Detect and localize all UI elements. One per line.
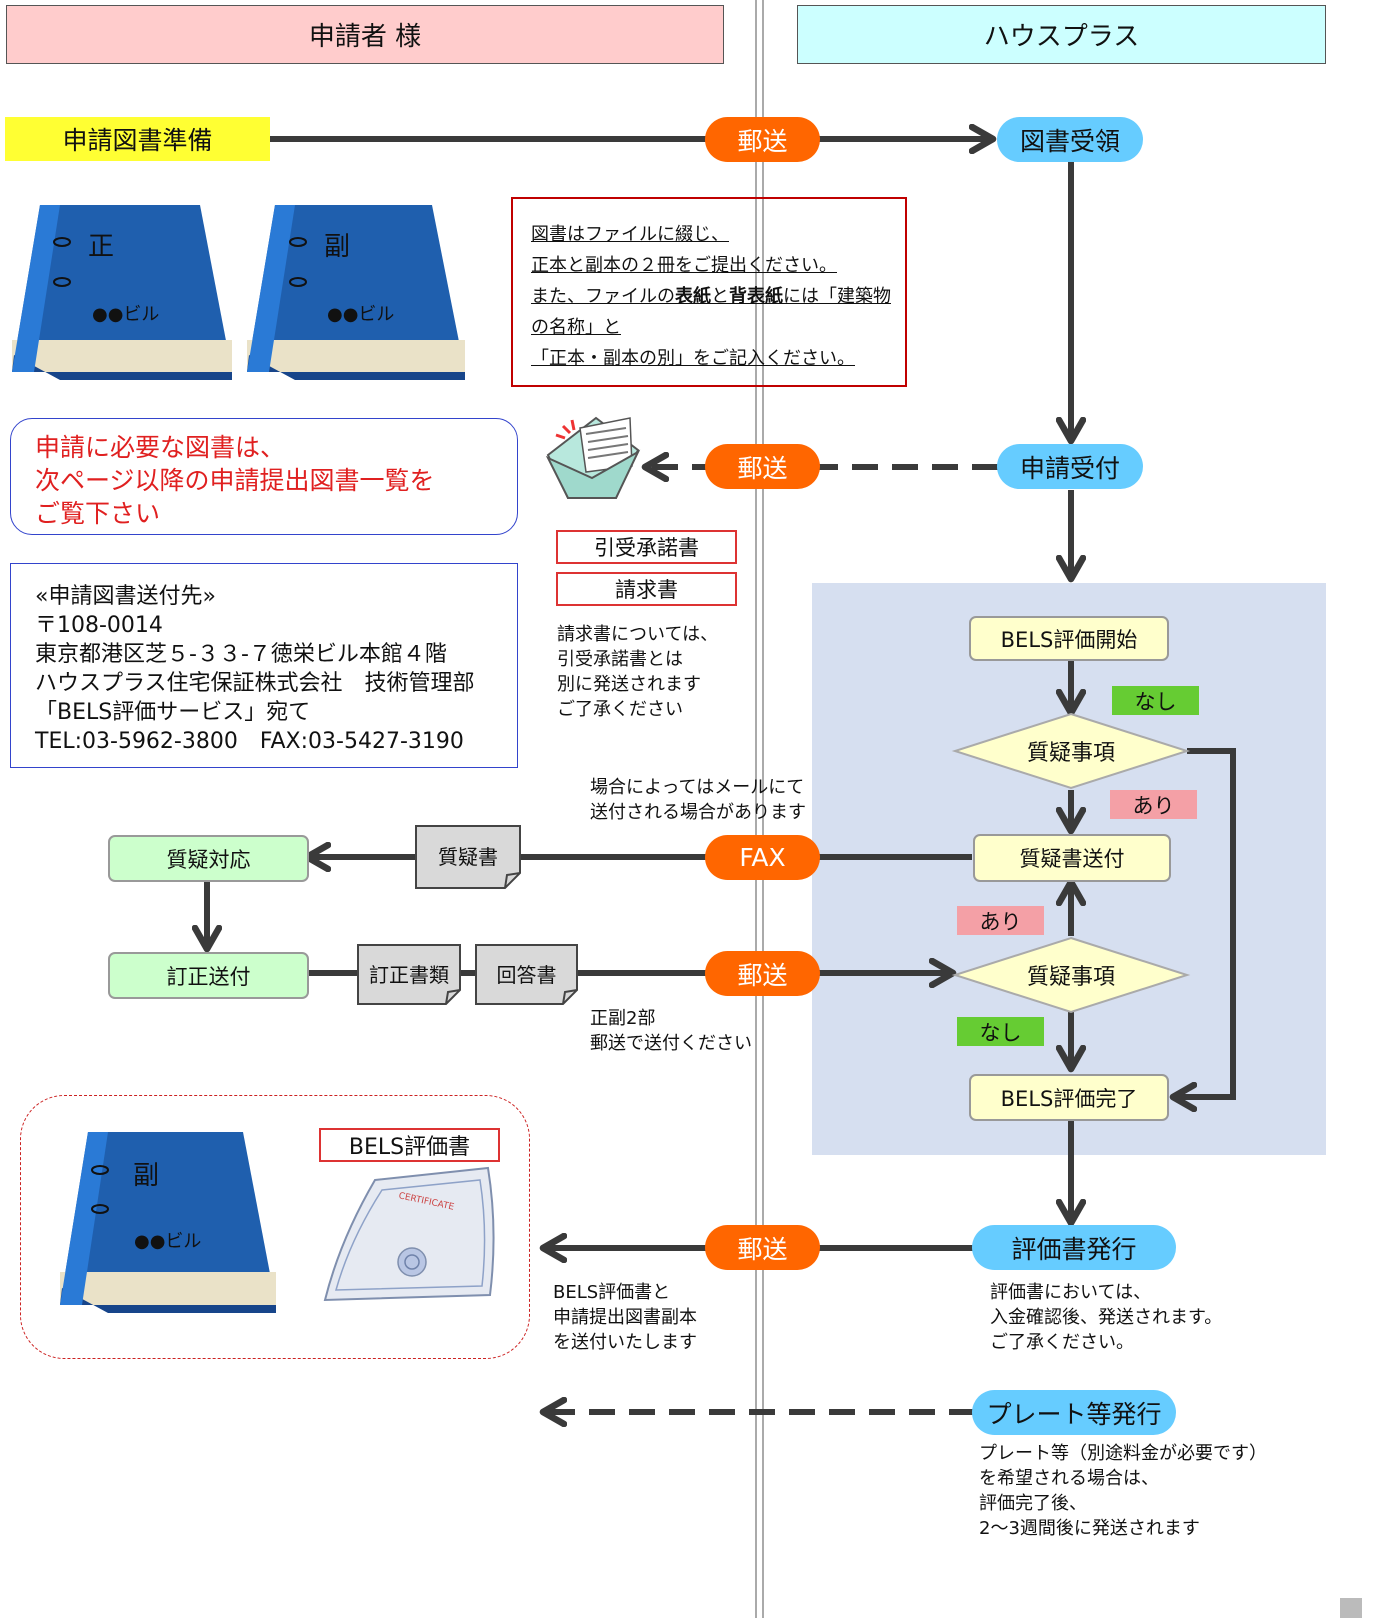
binder-fukusho-bldg: ●●ビル xyxy=(327,304,395,325)
cert-label: BELS評価書 xyxy=(319,1128,500,1162)
receipt-pill: 図書受領 xyxy=(997,117,1143,162)
houseplus-header: ハウスプラス xyxy=(797,5,1326,64)
question-2: 質疑事項 xyxy=(1026,965,1115,990)
nashi-tag-2: なし xyxy=(957,1017,1044,1046)
mail-pill-1: 郵送 xyxy=(705,117,820,162)
copies-note: 正副2部 郵送で送付ください xyxy=(590,1008,752,1054)
binder-seisho-label: 正 xyxy=(88,232,115,262)
notice-line-4: の名称」と xyxy=(531,317,621,338)
mail-pill-2: 郵送 xyxy=(705,444,820,489)
notice-line-1: 図書はファイルに綴じ、 xyxy=(531,224,729,245)
question-1: 質疑事項 xyxy=(1026,741,1115,766)
notice-line-2: 正本と副本の２冊をご提出ください。 xyxy=(531,255,837,276)
correct-box: 訂正送付 xyxy=(108,952,309,999)
question-doc-label: 質疑書 xyxy=(438,845,498,869)
envelope-icon xyxy=(545,416,641,499)
certificate-icon xyxy=(323,1166,495,1302)
applicant-header: 申請者 様 xyxy=(6,5,724,64)
email-note: 場合によってはメールにて 送付される場合があります xyxy=(590,777,806,823)
binder-seisho-icon xyxy=(12,205,232,380)
correction-doc-label: 訂正書類 xyxy=(369,963,449,987)
notice-line-5: 「正本・副本の別」をご記入ください。 xyxy=(531,348,855,369)
issue-note: 評価書においては、 入金確認後、発送されます。 ご了承ください。 xyxy=(990,1282,1223,1353)
fax-pill: FAX xyxy=(705,835,820,880)
ari-tag-1: あり xyxy=(1110,790,1197,819)
plate-pill: プレート等発行 xyxy=(972,1390,1176,1435)
ari-tag-2: あり xyxy=(957,906,1044,935)
complete-box: BELS評価完了 xyxy=(969,1074,1169,1121)
address-box: «申請図書送付先» 〒108-0014 東京都港区芝５-３３-７徳栄ビル本館４階… xyxy=(10,563,518,768)
answer-doc-label: 回答書 xyxy=(496,963,557,987)
acceptance-doc-label: 引受承諾書 xyxy=(556,530,737,564)
result-box xyxy=(20,1095,530,1359)
notice-line-3: また、ファイルの表紙と背表紙には「建築物 xyxy=(531,286,891,307)
mail-pill-4: 郵送 xyxy=(705,1225,820,1270)
send-question-box: 質疑書送付 xyxy=(973,834,1171,882)
start-box: BELS評価開始 xyxy=(969,616,1169,661)
binder-result-icon xyxy=(60,1132,276,1313)
mail-pill-3: 郵送 xyxy=(705,951,820,996)
plate-note: プレート等（別途料金が必要です） を希望される場合は、 評価完了後、 2～3週間… xyxy=(979,1443,1267,1539)
prep-label: 申請図書準備 xyxy=(5,117,270,161)
required-docs-text: 申請に必要な図書は、 次ページ以降の申請提出図書一覧を ご覧下さい xyxy=(35,433,435,528)
address-text: «申請図書送付先» 〒108-0014 東京都港区芝５-３３-７徳栄ビル本館４階… xyxy=(35,584,475,754)
notice-box: 図書はファイルに綴じ、 正本と副本の２冊をご提出ください。 また、ファイルの表紙… xyxy=(511,197,907,387)
result-binder-bldg: ●●ビル xyxy=(134,1231,202,1252)
accept-pill: 申請受付 xyxy=(997,444,1143,489)
invoice-note: 請求書については、 引受承諾書とは 別に発送されます ご了承ください xyxy=(557,624,719,720)
required-docs-box: 申請に必要な図書は、 次ページ以降の申請提出図書一覧を ご覧下さい xyxy=(10,418,518,535)
binder-seisho-bldg: ●●ビル xyxy=(92,304,160,325)
respond-box: 質疑対応 xyxy=(108,835,309,882)
send-note: BELS評価書と 申請提出図書副本 を送付いたします xyxy=(553,1282,697,1353)
result-binder-label: 副 xyxy=(133,1161,160,1191)
invoice-doc-label: 請求書 xyxy=(556,572,737,606)
nashi-tag-1: なし xyxy=(1112,686,1199,715)
binder-fukusho-icon xyxy=(247,205,465,380)
binder-fukusho-label: 副 xyxy=(324,232,351,262)
issue-pill: 評価書発行 xyxy=(972,1225,1176,1270)
